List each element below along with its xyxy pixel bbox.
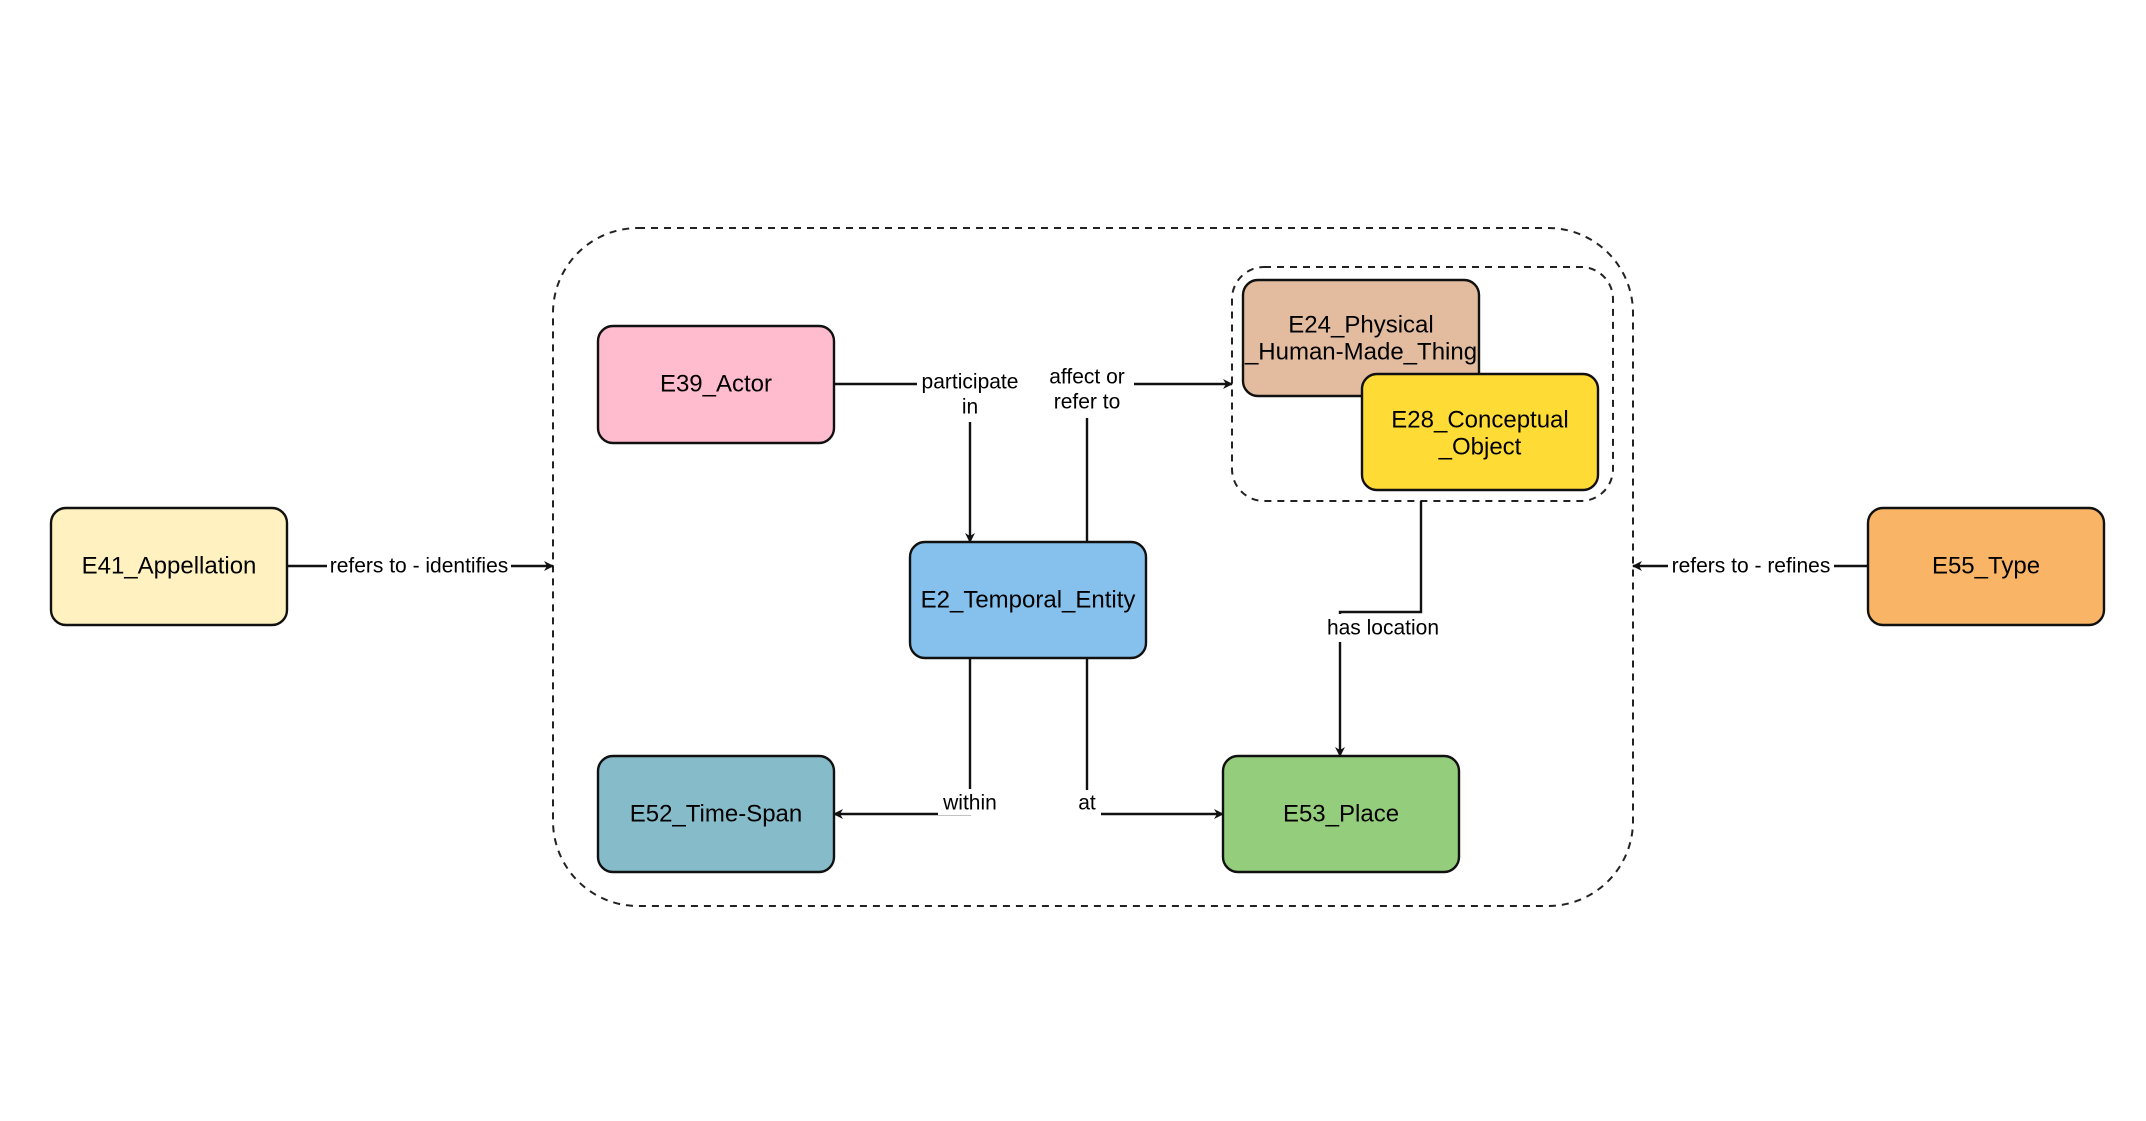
edge-label-refer-to: refer to — [1054, 391, 1121, 414]
node-conceptual-object-label-line1: E28_Conceptual — [1391, 407, 1568, 434]
edge-label-participate: participate — [922, 371, 1019, 394]
node-physical-thing-label-line2: _Human-Made_Thing — [1244, 339, 1477, 366]
node-appellation[interactable]: E41_Appellation — [49, 506, 289, 627]
edge-label-bg — [1668, 552, 1834, 580]
nodes: E41_Appellation E39_Actor E2_Temporal_En… — [49, 278, 2106, 874]
node-place[interactable]: E53_Place — [1221, 754, 1461, 874]
node-conceptual-object[interactable]: E28_Conceptual _Object — [1360, 372, 1600, 492]
node-physical-thing-label-line1: E24_Physical — [1288, 312, 1433, 339]
node-appellation-box — [49, 506, 289, 627]
node-time-span[interactable]: E52_Time-Span — [596, 754, 836, 874]
node-actor-label: E39_Actor — [660, 371, 772, 398]
edge-labels: refers to - identifies participate in af… — [327, 362, 1834, 816]
edge-label-at: at — [1078, 792, 1096, 815]
edge-label-bg — [938, 789, 1002, 815]
edge-label-affect-or: affect or — [1049, 366, 1125, 389]
node-temporal-entity-box — [908, 540, 1148, 660]
edge-label-in: in — [962, 396, 978, 419]
node-actor-box — [596, 324, 836, 445]
edge-label-bg — [917, 366, 1023, 422]
node-temporal-entity-label: E2_Temporal_Entity — [921, 587, 1136, 614]
edge-has-location-line — [1335, 501, 1423, 757]
edge-label-bg — [1042, 362, 1134, 418]
node-actor[interactable]: E39_Actor — [596, 324, 836, 445]
node-appellation-label: E41_Appellation — [82, 553, 257, 580]
node-place-box — [1221, 754, 1461, 874]
node-place-label: E53_Place — [1283, 801, 1399, 828]
edge-label-within: within — [942, 792, 997, 815]
thing-group-outline — [1231, 266, 1614, 502]
node-type-box — [1866, 506, 2106, 627]
node-conceptual-object-box — [1360, 372, 1600, 492]
edge-label-bg — [1322, 614, 1444, 642]
edge-label-has-location: has location — [1327, 617, 1439, 640]
node-temporal-entity[interactable]: E2_Temporal_Entity — [908, 540, 1148, 660]
node-type[interactable]: E55_Type — [1866, 506, 2106, 627]
edge-label-refers-refines: refers to - refines — [1672, 555, 1831, 578]
edge-label-bg — [327, 552, 511, 580]
node-type-label: E55_Type — [1932, 553, 2040, 580]
edge-at-line — [1085, 658, 1224, 819]
node-time-span-label: E52_Time-Span — [630, 801, 803, 828]
node-time-span-box — [596, 754, 836, 874]
edge-label-bg — [1073, 790, 1101, 816]
node-physical-thing[interactable]: E24_Physical _Human-Made_Thing — [1241, 278, 1481, 398]
edge-label-refers-identifies: refers to - identifies — [330, 555, 509, 578]
node-conceptual-object-label-line2: _Object — [1438, 434, 1522, 461]
